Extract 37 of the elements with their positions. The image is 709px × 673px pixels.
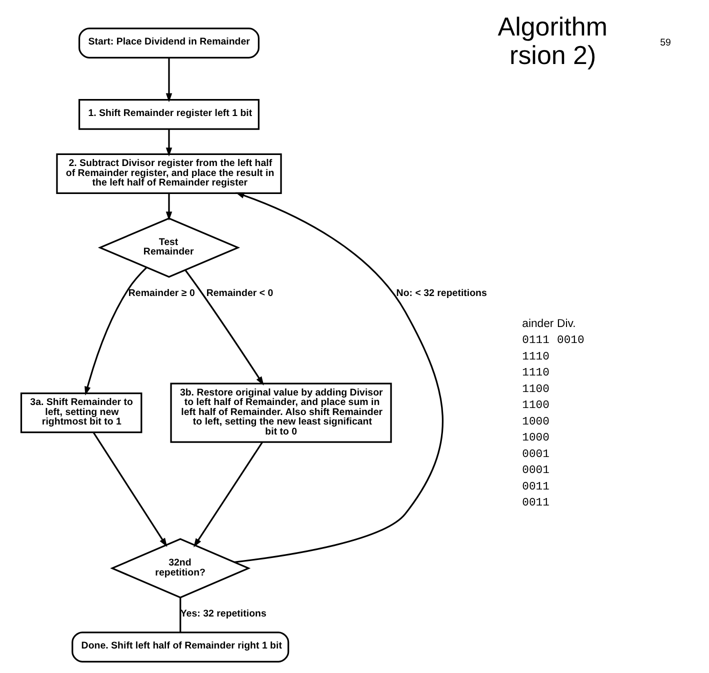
label: 1100 <box>522 384 550 396</box>
label: 59 <box>660 38 671 49</box>
edge-label: Yes: 32 repetitions <box>180 608 266 620</box>
label: ainder <box>522 318 554 330</box>
arrow <box>166 194 172 221</box>
label: rsion 2) <box>510 40 596 70</box>
label: 0010 <box>557 335 584 348</box>
arrow <box>166 129 172 157</box>
node-box: 3b. Restore original value by adding Divisor to left half of Remainder, and place sum in left half of Remainder. Also shift Remainder to left, setting the new least significant bit to 0 <box>170 382 392 443</box>
label: 0001 <box>522 465 550 478</box>
label: 1110 <box>522 368 550 380</box>
edge-label: Remainder < 0 <box>206 288 274 299</box>
node-box: 1. Shift Remainder register left 1 bit <box>78 99 260 130</box>
arrow <box>234 192 444 564</box>
label: 1000 <box>522 416 550 428</box>
connector <box>180 598 182 632</box>
label: 0011 <box>522 481 550 494</box>
arrow <box>184 269 264 386</box>
arrow <box>166 58 172 102</box>
arrow <box>92 432 168 548</box>
label: Div. <box>557 318 576 330</box>
arrow <box>84 267 148 396</box>
label: 0011 <box>522 498 550 510</box>
node-box: Done. Shift left half of Remainder right 1 bit <box>72 632 290 662</box>
node-box: Start: Place Dividend in Remainder <box>78 28 260 58</box>
node-box: 2. Subtract Divisor register from the left half of Remainder register, and place the result in the left half of Remainder register <box>56 153 282 194</box>
label: 0111 <box>522 335 550 348</box>
label: 1000 <box>522 432 550 445</box>
node-box: 3a. Shift Remainder to left, setting new rightmost bit to 1 <box>20 392 142 434</box>
label: 1100 <box>522 400 550 412</box>
edge-label: No: < 32 repetitions <box>396 288 487 299</box>
edge-label: Remainder ≥ 0 <box>128 288 195 299</box>
arrow <box>194 442 264 548</box>
label: 1110 <box>522 351 550 364</box>
label: 0001 <box>522 448 550 461</box>
node-diamond: Test Remainder <box>98 218 240 278</box>
label: Algorithm <box>498 11 608 42</box>
